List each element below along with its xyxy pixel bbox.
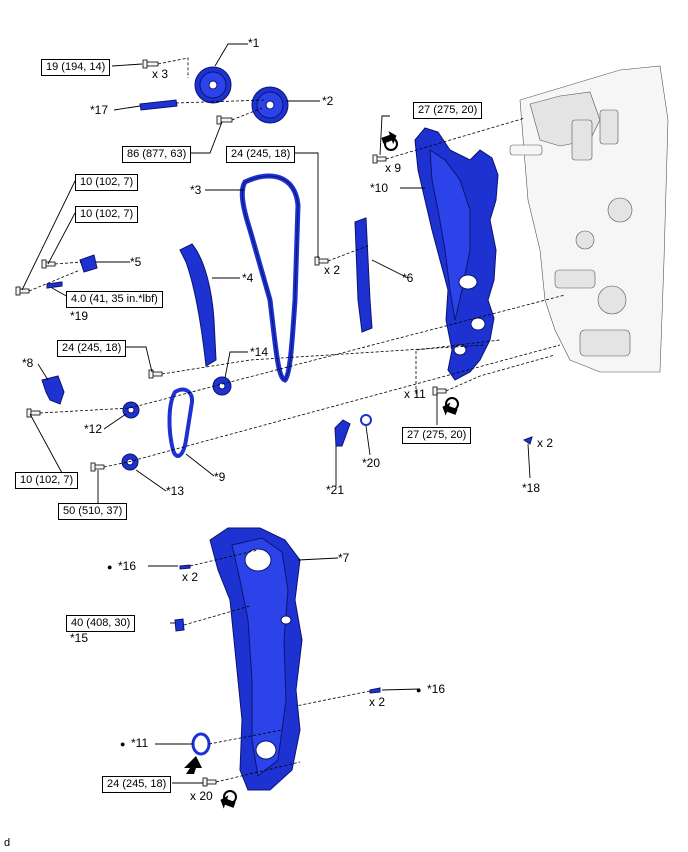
torque-spec-1: 19 (194, 14)	[41, 59, 111, 76]
chain-guide-4	[179, 243, 217, 367]
callout-6: *6	[402, 271, 414, 285]
camshaft-timing-gear-1	[194, 66, 232, 104]
callout-19: *19	[70, 309, 89, 323]
pin-16b	[369, 687, 381, 694]
sprocket-13	[121, 453, 139, 471]
bolt-icon	[202, 777, 217, 787]
apply-sealant-arrow-icon	[184, 756, 202, 774]
torque-spec-6: 10 (102, 7)	[75, 206, 139, 223]
callout-12: *12	[84, 422, 103, 436]
quantity-label: x 2	[369, 695, 386, 709]
torque-symbol-icon	[220, 790, 237, 809]
bullet-marker: ●	[416, 685, 422, 695]
bolt-icon	[432, 386, 447, 396]
callout-14: *14	[250, 345, 269, 359]
callout-4: *4	[242, 271, 254, 285]
bullet-marker: ●	[120, 739, 126, 749]
chain-9	[167, 387, 195, 458]
quantity-label: x 2	[324, 263, 341, 277]
quantity-label: x 11	[404, 387, 426, 401]
callout-1: *1	[248, 36, 260, 50]
callout-5: *5	[130, 255, 142, 269]
torque-spec-2: 86 (877, 63)	[122, 146, 192, 163]
torque-spec-5: 10 (102, 7)	[75, 174, 139, 191]
tensioner-8	[41, 375, 65, 405]
engine-block	[509, 65, 669, 373]
callout-8: *8	[22, 356, 34, 370]
quantity-label: x 20	[190, 789, 213, 803]
torque-spec-8: 24 (245, 18)	[57, 340, 127, 357]
quantity-label: x 9	[385, 161, 402, 175]
callout-16b: *16	[427, 682, 446, 696]
quantity-label: x 2	[182, 570, 199, 584]
callout-20: *20	[362, 456, 381, 470]
part-21	[334, 419, 351, 447]
pin-16a	[179, 564, 191, 570]
torque-spec-10: 50 (510, 37)	[58, 503, 128, 520]
torque-spec-12: 40 (408, 30)	[66, 615, 136, 632]
callout-21: *21	[326, 483, 345, 497]
quantity-label: x 3	[152, 67, 169, 81]
callout-3: *3	[190, 183, 202, 197]
plug-15	[174, 618, 185, 632]
bolt-icon	[26, 408, 41, 418]
part-19	[46, 281, 63, 289]
callout-16a: *16	[118, 559, 137, 573]
callout-13: *13	[166, 484, 185, 498]
callout-2: *2	[322, 94, 334, 108]
sprocket-12	[122, 401, 140, 419]
chain-guide-6	[354, 217, 373, 333]
quantity-label: x 2	[537, 436, 554, 450]
callout-11: *11	[131, 736, 149, 750]
callout-15: *15	[70, 631, 89, 645]
torque-symbol-icon	[381, 131, 398, 151]
callout-9: *9	[214, 470, 226, 484]
callout-10: *10	[370, 181, 389, 195]
bolt-icon	[216, 115, 233, 125]
part-17	[139, 99, 178, 111]
chain-tensioner-5	[79, 254, 98, 273]
torque-symbol-icon	[442, 397, 459, 416]
part-20	[360, 414, 372, 426]
callout-18: *18	[522, 481, 541, 495]
oil-seal-11	[191, 732, 211, 756]
crankshaft-sprocket-14	[212, 376, 232, 396]
torque-spec-7: 4.0 (41, 35 in.*lbf)	[66, 291, 163, 308]
bullet-marker: ●	[107, 562, 113, 572]
bolt-icon	[148, 369, 163, 379]
torque-spec-4: 27 (275, 20)	[413, 102, 483, 119]
torque-spec-9: 10 (102, 7)	[15, 472, 79, 489]
callout-17: *17	[90, 103, 109, 117]
callout-7: *7	[338, 551, 350, 565]
figure-code: d	[4, 837, 11, 849]
torque-spec-11: 27 (275, 20)	[402, 427, 472, 444]
torque-spec-3: 24 (245, 18)	[226, 146, 296, 163]
torque-spec-13: 24 (245, 18)	[102, 776, 172, 793]
part-18	[522, 436, 533, 445]
camshaft-timing-gear-2	[251, 86, 289, 124]
bolt-icon	[90, 462, 105, 472]
